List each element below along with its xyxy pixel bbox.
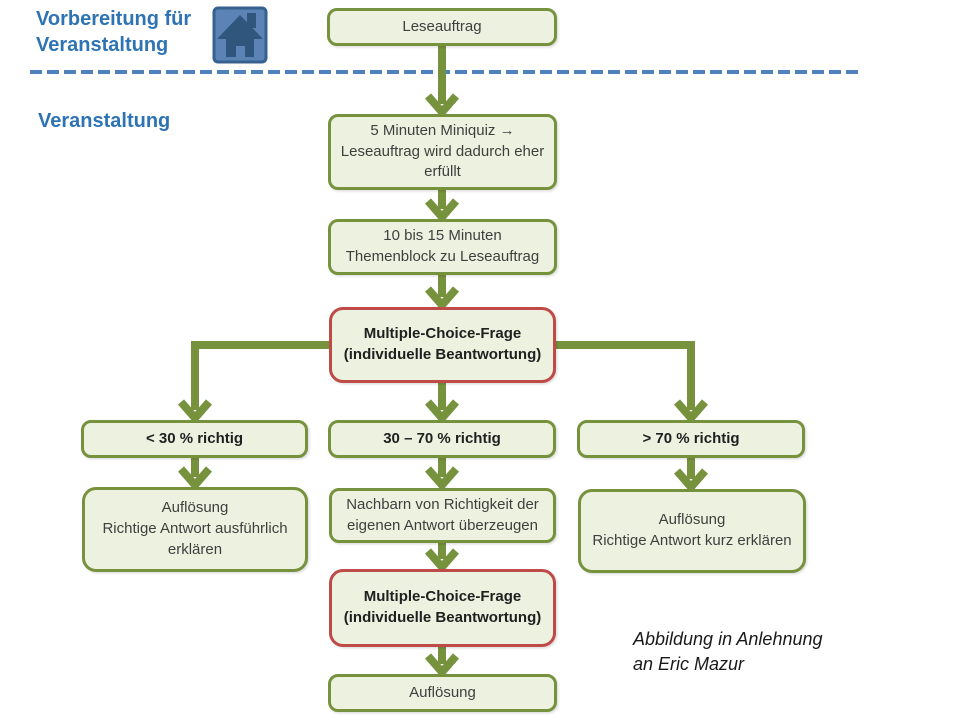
arrow-miniquiz-to-themenblock bbox=[424, 190, 460, 224]
flow-node-mc-frage-2: Multiple-Choice-Frage (individuelle Bean… bbox=[329, 569, 556, 647]
flow-node-ueber-70: > 70 % richtig bbox=[577, 420, 805, 458]
arrow-mcfrage2-to-aufloesung bbox=[424, 647, 460, 679]
arrow-leseauftrag-to-miniquiz bbox=[424, 46, 460, 119]
flow-node-label: Leseauftrag bbox=[402, 17, 482, 35]
flow-node-label: 5 Minuten Miniquiz → Leseauftrag wird da… bbox=[340, 121, 545, 181]
attribution-note: Abbildung in Anlehnung an Eric Mazur bbox=[633, 629, 823, 674]
arrow-nachbarn-to-mcfrage2 bbox=[424, 543, 460, 574]
arrow-ueber70-to-aufloesung-kurz bbox=[673, 458, 709, 494]
arrow-themenblock-to-mcfrage1 bbox=[424, 275, 460, 312]
home-button[interactable] bbox=[212, 6, 268, 64]
flow-node-nachbarn: Nachbarn von Richtigkeit der eigenen Ant… bbox=[329, 488, 556, 543]
flow-node-label: Multiple-Choice-Frage (individuelle Bean… bbox=[343, 588, 542, 626]
flow-node-aufloesung-kurz: Auflösung Richtige Antwort kurz erklären bbox=[578, 489, 806, 573]
arrow-mcfrage1-to-zwischen3070 bbox=[424, 383, 460, 425]
flow-node-miniquiz: 5 Minuten Miniquiz → Leseauftrag wird da… bbox=[328, 114, 557, 190]
flow-node-label: 30 – 70 % richtig bbox=[383, 429, 501, 447]
flow-node-label: Auflösung Richtige Antwort kurz erklären bbox=[592, 511, 792, 549]
section-heading-veranstaltung: Veranstaltung bbox=[38, 110, 171, 132]
flow-node-aufloesung: Auflösung bbox=[328, 674, 557, 712]
flow-node-aufloesung-ausfuehrlich: Auflösung Richtige Antwort ausführlich e… bbox=[82, 487, 308, 572]
home-icon bbox=[217, 13, 263, 57]
flow-node-label: Auflösung Richtige Antwort ausführlich e… bbox=[102, 499, 288, 558]
flow-node-label: < 30 % richtig bbox=[145, 429, 244, 447]
flow-node-zwischen-30-70: 30 – 70 % richtig bbox=[328, 420, 556, 458]
flow-node-label: Multiple-Choice-Frage (individuelle Bean… bbox=[343, 325, 542, 363]
flow-node-themenblock: 10 bis 15 Minuten Themenblock zu Leseauf… bbox=[328, 219, 557, 275]
flow-node-unter-30: < 30 % richtig bbox=[81, 420, 308, 458]
flow-node-label: Nachbarn von Richtigkeit der eigenen Ant… bbox=[346, 495, 539, 534]
section-heading-vorbereitung: Vorbereitung für Veranstaltung bbox=[36, 8, 192, 56]
flow-node-label: 10 bis 15 Minuten Themenblock zu Leseauf… bbox=[345, 227, 540, 265]
flow-node-mc-frage-1: Multiple-Choice-Frage (individuelle Bean… bbox=[329, 307, 556, 383]
flow-node-label: > 70 % richtig bbox=[642, 429, 740, 447]
arrow-zwischen3070-to-nachbarn bbox=[424, 458, 460, 492]
flow-node-leseauftrag: Leseauftrag bbox=[327, 8, 557, 46]
arrow-unter30-to-aufloesung-ausfuehrlich bbox=[177, 458, 213, 492]
arrow-mcfrage1-to-ueber70 bbox=[553, 341, 709, 425]
arrow-mcfrage1-to-unter30 bbox=[177, 341, 332, 425]
flow-node-label: Auflösung bbox=[409, 683, 476, 701]
